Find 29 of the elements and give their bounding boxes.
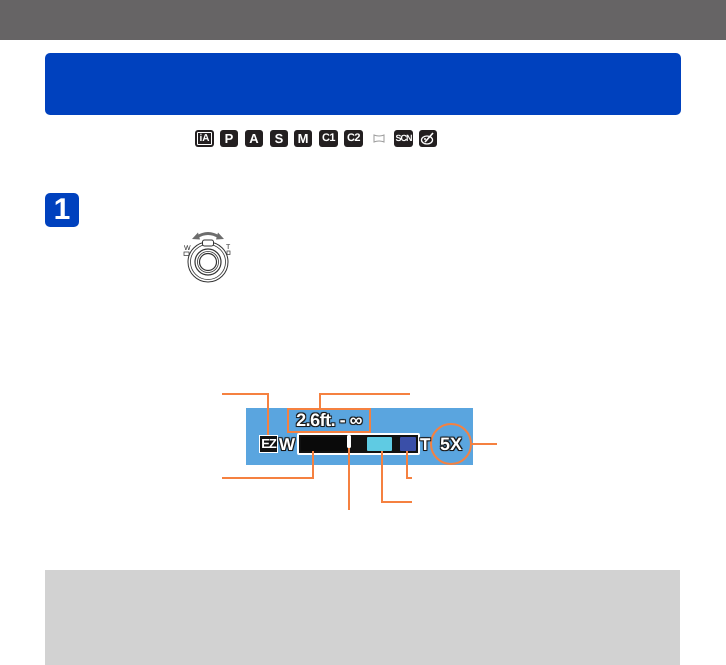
step-number: 1 — [45, 193, 79, 227]
zoom-ratio-highlight: 5X — [430, 423, 472, 465]
mode-symbol: C2 — [344, 130, 363, 147]
leader-line — [381, 451, 412, 503]
mode-symbol: M — [294, 130, 312, 147]
zoom-display-panel — [246, 408, 473, 465]
leader-line — [348, 448, 350, 510]
leader-line — [222, 393, 269, 435]
tele-end-label: T — [420, 435, 430, 454]
focus-range-highlight: 2.6ft. - ∞ — [287, 408, 371, 433]
zoom-bar-segment — [367, 437, 392, 451]
mode-symbol: S — [270, 130, 288, 147]
mode-symbol: C1 — [319, 130, 338, 147]
zoom-boundary-line — [347, 435, 351, 448]
mode-symbol: A — [245, 130, 263, 147]
zoom-bar-segment — [301, 437, 347, 451]
leader-line — [406, 451, 412, 479]
zoom-bar-segment — [400, 437, 416, 451]
mode-symbol: P — [220, 130, 238, 147]
leader-line — [319, 393, 410, 408]
zoom-bar — [297, 433, 420, 455]
leader-line — [472, 443, 497, 445]
title-bar — [45, 53, 681, 115]
note-box — [45, 570, 680, 665]
wide-end-label: W — [279, 435, 296, 454]
mode-symbol: iA — [195, 130, 214, 147]
zoom-type-indicator: EZ — [259, 435, 278, 453]
leader-line — [222, 451, 314, 479]
mode-symbol: SCN — [394, 130, 413, 147]
